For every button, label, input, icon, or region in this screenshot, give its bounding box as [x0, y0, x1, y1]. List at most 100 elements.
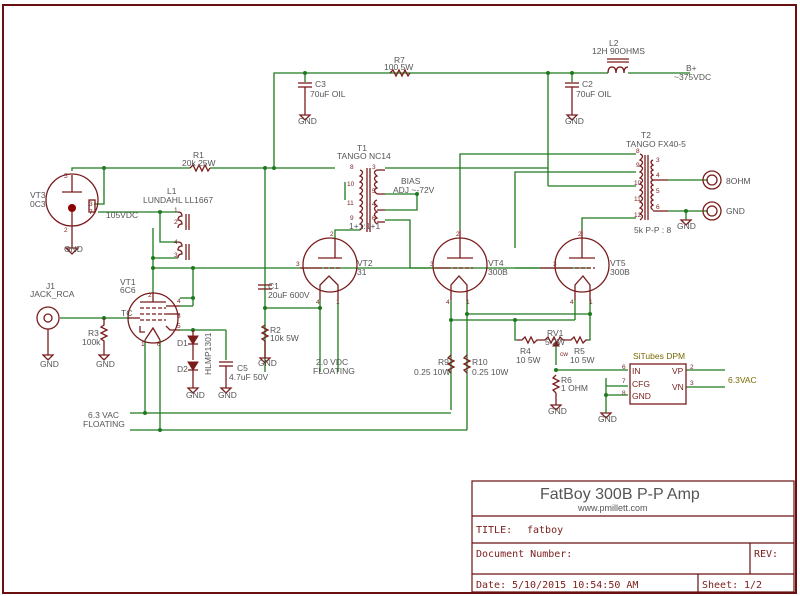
- label-8ohm: 8OHM: [726, 176, 751, 186]
- svg-text:4: 4: [372, 201, 376, 208]
- vac-label-1: 6.3 VAC: [88, 410, 119, 420]
- r5-value: 10 5W: [570, 355, 595, 365]
- tube-vt3: [45, 173, 99, 248]
- transformer-t1: [358, 168, 385, 232]
- r6-value: 1 OHM: [561, 383, 588, 393]
- svg-text:3: 3: [553, 261, 557, 268]
- svg-text:4: 4: [446, 299, 450, 306]
- vt1-value: 6C6: [120, 285, 136, 295]
- inductor-l2: [607, 58, 629, 74]
- vt2-fil-2: FLOATING: [313, 366, 355, 376]
- svg-text:1: 1: [174, 207, 178, 214]
- tube-vt1: [127, 292, 180, 344]
- svg-text:4: 4: [177, 298, 181, 305]
- vt5-ref: VT5: [610, 258, 626, 268]
- r1-ref: R1: [193, 150, 204, 160]
- svg-text:7: 7: [89, 209, 93, 216]
- svg-text:12: 12: [634, 212, 642, 219]
- wires: [60, 72, 725, 431]
- resistor-r9: [446, 354, 456, 374]
- vt3-value: 0C3: [30, 199, 46, 209]
- led-d2: [186, 361, 200, 394]
- rev-label: REV:: [754, 549, 778, 560]
- dpm-pin-in: IN: [632, 366, 641, 376]
- capacitor-c5: [219, 361, 233, 394]
- date-value: 5/10/2015 10:54:50 AM: [512, 580, 638, 591]
- capacitor-c3: [298, 73, 312, 121]
- tube-vt5: [540, 230, 610, 300]
- svg-text:3: 3: [430, 261, 434, 268]
- svg-text:4: 4: [656, 172, 660, 179]
- gnd-label: GND: [40, 359, 59, 369]
- vt2-fil-1: 2.0 VDC: [316, 357, 348, 367]
- svg-text:8: 8: [622, 390, 626, 397]
- svg-text:10: 10: [634, 180, 642, 187]
- svg-text:cw: cw: [560, 351, 568, 358]
- svg-text:2: 2: [456, 231, 460, 238]
- resistor-r1: [189, 163, 211, 173]
- r6-ref: R6: [561, 375, 572, 385]
- title-block: FatBoy 300B P-P Amp www.pmillett.com TIT…: [471, 480, 795, 593]
- t2-ref: T2: [641, 130, 651, 140]
- r2-value: 10k 5W: [270, 333, 299, 343]
- svg-text:6: 6: [157, 341, 161, 348]
- d2-ref: D2: [177, 364, 188, 374]
- svg-text:3: 3: [372, 164, 376, 171]
- label-out-gnd: GND: [726, 206, 745, 216]
- svg-text:2: 2: [578, 231, 582, 238]
- net-bias: BIAS: [401, 176, 421, 186]
- svg-text:5: 5: [372, 188, 376, 195]
- svg-text:8: 8: [350, 164, 354, 171]
- title-label: TITLE:: [476, 525, 512, 536]
- vt2-value: 31: [357, 267, 367, 277]
- gnd-label: GND: [548, 406, 567, 416]
- ground-symbol: [679, 219, 693, 226]
- svg-text:6: 6: [656, 204, 660, 211]
- r3-ref: R3: [88, 328, 99, 338]
- gnd-label: GND: [598, 414, 617, 424]
- r7-value: 100 5W: [384, 62, 413, 72]
- output-jack-gnd: [702, 201, 722, 221]
- l1-value: LUNDAHL LL1667: [143, 195, 213, 205]
- vt2-ref: VT2: [357, 258, 373, 268]
- capacitor-c1: [258, 284, 272, 290]
- dpm-pin-cfg: CFG: [632, 379, 650, 389]
- vac-label-2: FLOATING: [83, 419, 125, 429]
- inductor-l1: [177, 211, 190, 260]
- svg-text:1: 1: [336, 299, 340, 306]
- sheet-frame: [2, 4, 797, 594]
- svg-text:3: 3: [690, 380, 694, 387]
- resistor-r5: [566, 335, 588, 345]
- dpm-pin-vp: VP: [672, 366, 684, 376]
- c1-value: 20uF 600V: [268, 290, 310, 300]
- resistor-r6: [549, 374, 563, 411]
- t1-ref: T1: [357, 143, 367, 153]
- r3-value: 100k: [82, 337, 101, 347]
- c2-ref: C2: [582, 79, 593, 89]
- svg-text:5: 5: [64, 173, 68, 180]
- rv1-value: 5 2W: [545, 337, 565, 347]
- j1-ref: J1: [46, 281, 55, 291]
- tube-vt2: [300, 237, 358, 300]
- d1-ref: D1: [177, 338, 188, 348]
- svg-text:5: 5: [656, 188, 660, 195]
- svg-text:3: 3: [89, 201, 93, 208]
- svg-text:5: 5: [177, 323, 181, 330]
- resistor-r2: [258, 324, 272, 364]
- svg-text:9: 9: [636, 162, 640, 169]
- resistor-r10: [462, 354, 472, 374]
- capacitor-c2: [565, 73, 579, 121]
- c3-value: 70uF OIL: [310, 89, 346, 99]
- ground-symbol: [64, 247, 80, 255]
- dpm-title: SiTubes DPM: [633, 351, 685, 361]
- label-tc: TC: [121, 308, 132, 318]
- net-bias-adj: ADJ ~-72V: [393, 185, 435, 195]
- resistor-r3: [97, 318, 111, 361]
- r9-value: 0.25 10W: [414, 367, 450, 377]
- r1-value: 20k 25W: [182, 158, 216, 168]
- svg-text:1: 1: [466, 299, 470, 306]
- c3-ref: C3: [315, 79, 326, 89]
- output-jack-8ohm: [702, 170, 722, 190]
- l2-ref: L2: [609, 38, 619, 48]
